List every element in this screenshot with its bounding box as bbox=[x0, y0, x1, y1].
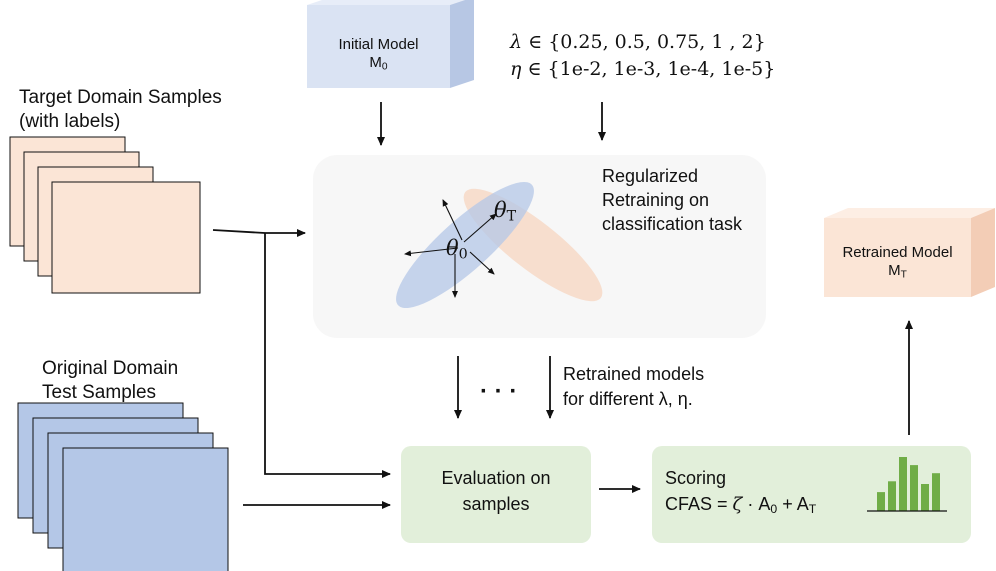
retrained-model-label: Retrained Model MT bbox=[824, 244, 971, 285]
original-samples-line1: Original Domain bbox=[42, 358, 179, 379]
retraining-label: Regularized Retraining on classification… bbox=[602, 164, 742, 236]
theta-t-label: θT bbox=[494, 198, 517, 225]
retrained-models-line2: for different λ, η. bbox=[563, 389, 693, 409]
retraining-line1: Regularized bbox=[602, 166, 699, 186]
flow-arrows bbox=[212, 102, 913, 509]
retrained-model-symbol: MT bbox=[888, 262, 907, 281]
bar-chart-icon-bar bbox=[932, 473, 940, 511]
retrained-models-label: Retrained models for different λ, η. bbox=[563, 362, 704, 412]
target-samples-line1: Target Domain Samples bbox=[19, 87, 222, 108]
retraining-line2: Retraining on bbox=[602, 190, 710, 210]
evaluation-line1: Evaluation on bbox=[441, 468, 551, 488]
bar-chart-icon-bar bbox=[888, 481, 896, 511]
bar-chart-icon-bar bbox=[877, 492, 885, 511]
bar-chart-icon-bar bbox=[910, 465, 918, 511]
initial-model-box bbox=[307, 0, 474, 88]
original-samples-line2: Test Samples bbox=[42, 382, 157, 403]
retraining-line3: classification task bbox=[602, 214, 743, 234]
target-samples-line2: (with labels) bbox=[19, 111, 121, 132]
theta-0-region bbox=[396, 181, 534, 309]
theta-0-label: θ0 bbox=[446, 236, 468, 263]
ellipsis: · · · bbox=[480, 378, 518, 405]
scoring-box bbox=[652, 446, 971, 543]
initial-model-title: Initial Model bbox=[338, 36, 419, 53]
evaluation-line2: samples bbox=[462, 494, 530, 514]
original-sample-stack bbox=[17, 402, 229, 571]
evaluation-label: Evaluation on samples bbox=[401, 465, 591, 517]
target-samples-label: Target Domain Samples (with labels) bbox=[19, 86, 222, 134]
target-sample-stack bbox=[9, 136, 201, 294]
bar-chart-icon-bar bbox=[921, 484, 929, 511]
initial-model-label: Initial Model M0 bbox=[307, 36, 450, 77]
bar-chart-icon bbox=[877, 457, 940, 511]
cfas-formula: CFAS = ζ · A0 + AT bbox=[665, 494, 817, 517]
scoring-title: Scoring bbox=[665, 468, 727, 488]
retrained-model-title: Retrained Model bbox=[842, 244, 953, 261]
gradient-arrows bbox=[404, 199, 497, 298]
retrained-models-line1: Retrained models bbox=[563, 364, 705, 384]
evaluation-box bbox=[401, 446, 591, 543]
eta-set: η ∈ {1e-2, 1e-3, 1e-4, 1e-5} bbox=[510, 58, 776, 80]
scoring-label: Scoring CFAS = ζ · A0 + AT bbox=[665, 465, 816, 522]
retrained-model-box bbox=[824, 208, 995, 297]
bar-chart-icon-bar bbox=[899, 457, 907, 511]
initial-model-symbol: M0 bbox=[369, 54, 388, 73]
original-samples-label: Original Domain Test Samples bbox=[42, 357, 178, 405]
lambda-set: λ ∈ {0.25, 0.5, 0.75, 1 , 2} bbox=[510, 31, 766, 53]
